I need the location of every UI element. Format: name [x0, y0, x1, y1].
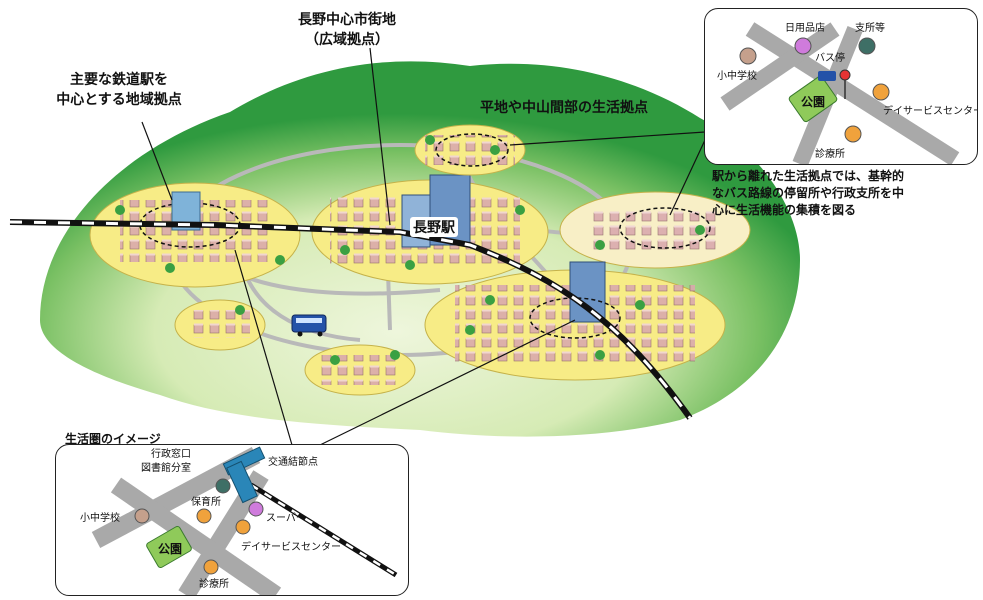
daily-goods-label: 日用品店 — [785, 23, 825, 34]
living-hub-note-line2: なバス路線の停留所や行政支所を中 — [712, 186, 905, 200]
hub-north — [414, 124, 526, 176]
nursery-label: 保育所 — [191, 497, 221, 508]
day-service-label-bottom: デイサービスセンター — [241, 542, 341, 553]
inset-living-sphere: 行政窓口 図書館分室 交通結節点 保育所 小中学校 スーパー 公園 デイサービス… — [55, 444, 409, 596]
school-label-bottom: 小中学校 — [80, 513, 120, 524]
day-service-label-top: デイサービスセンター — [883, 106, 978, 117]
school-label-top: 小中学校 — [717, 71, 757, 82]
center-district-line1: 長野中心市街地 — [298, 12, 396, 28]
supermarket-label: スーパー — [266, 513, 306, 524]
park-label-bottom: 公園 — [158, 542, 183, 556]
living-hub-note-line3: 心に生活機能の集積を図る — [712, 203, 857, 217]
admin-window-label: 行政窓口 — [151, 449, 191, 460]
living-hub-note: 駅から離れた生活拠点では、基幹的 なバス路線の停留所や行政支所を中 心に生活機能… — [712, 168, 978, 219]
bus-stop-label: バス停 — [815, 53, 845, 64]
railway-line — [9, 219, 693, 420]
inset-living-hub-map — [720, 22, 960, 164]
leader-lines — [141, 47, 706, 446]
station-hub-line2: 中心とする地域拠点 — [56, 92, 182, 108]
inset-living-hub: 日用品店 支所等 小中学校 バス停 公園 デイサービスセンター 診療所 — [704, 8, 978, 165]
hub-southeast — [424, 261, 726, 381]
nagano-station-label: 長野駅 — [410, 217, 458, 237]
park-label-top: 公園 — [801, 95, 826, 109]
inset-living-sphere-map — [91, 446, 398, 595]
living-hub-note-line1: 駅から離れた生活拠点では、基幹的 — [712, 169, 905, 183]
station-hub-line1: 主要な鉄道駅を — [70, 72, 168, 88]
branch-office-label: 支所等 — [855, 23, 885, 34]
clinic-label-bottom: 診療所 — [199, 579, 229, 590]
library-branch-label: 図書館分室 — [141, 463, 191, 474]
center-district-line2: （広域拠点） — [305, 32, 389, 48]
station-hub-label: 主要な鉄道駅を 中心とする地域拠点 — [48, 70, 190, 110]
trees — [115, 135, 705, 365]
transport-node-label: 交通結節点 — [268, 457, 318, 468]
living-hub-label: 平地や中山間部の生活拠点 — [480, 100, 648, 116]
clinic-label-top: 診療所 — [815, 149, 845, 160]
hub-west — [89, 182, 301, 288]
center-district-label: 長野中心市街地 （広域拠点） — [286, 10, 408, 50]
bus-icon — [291, 314, 327, 337]
inset-bottom-title: 生活圏のイメージ — [65, 432, 161, 446]
